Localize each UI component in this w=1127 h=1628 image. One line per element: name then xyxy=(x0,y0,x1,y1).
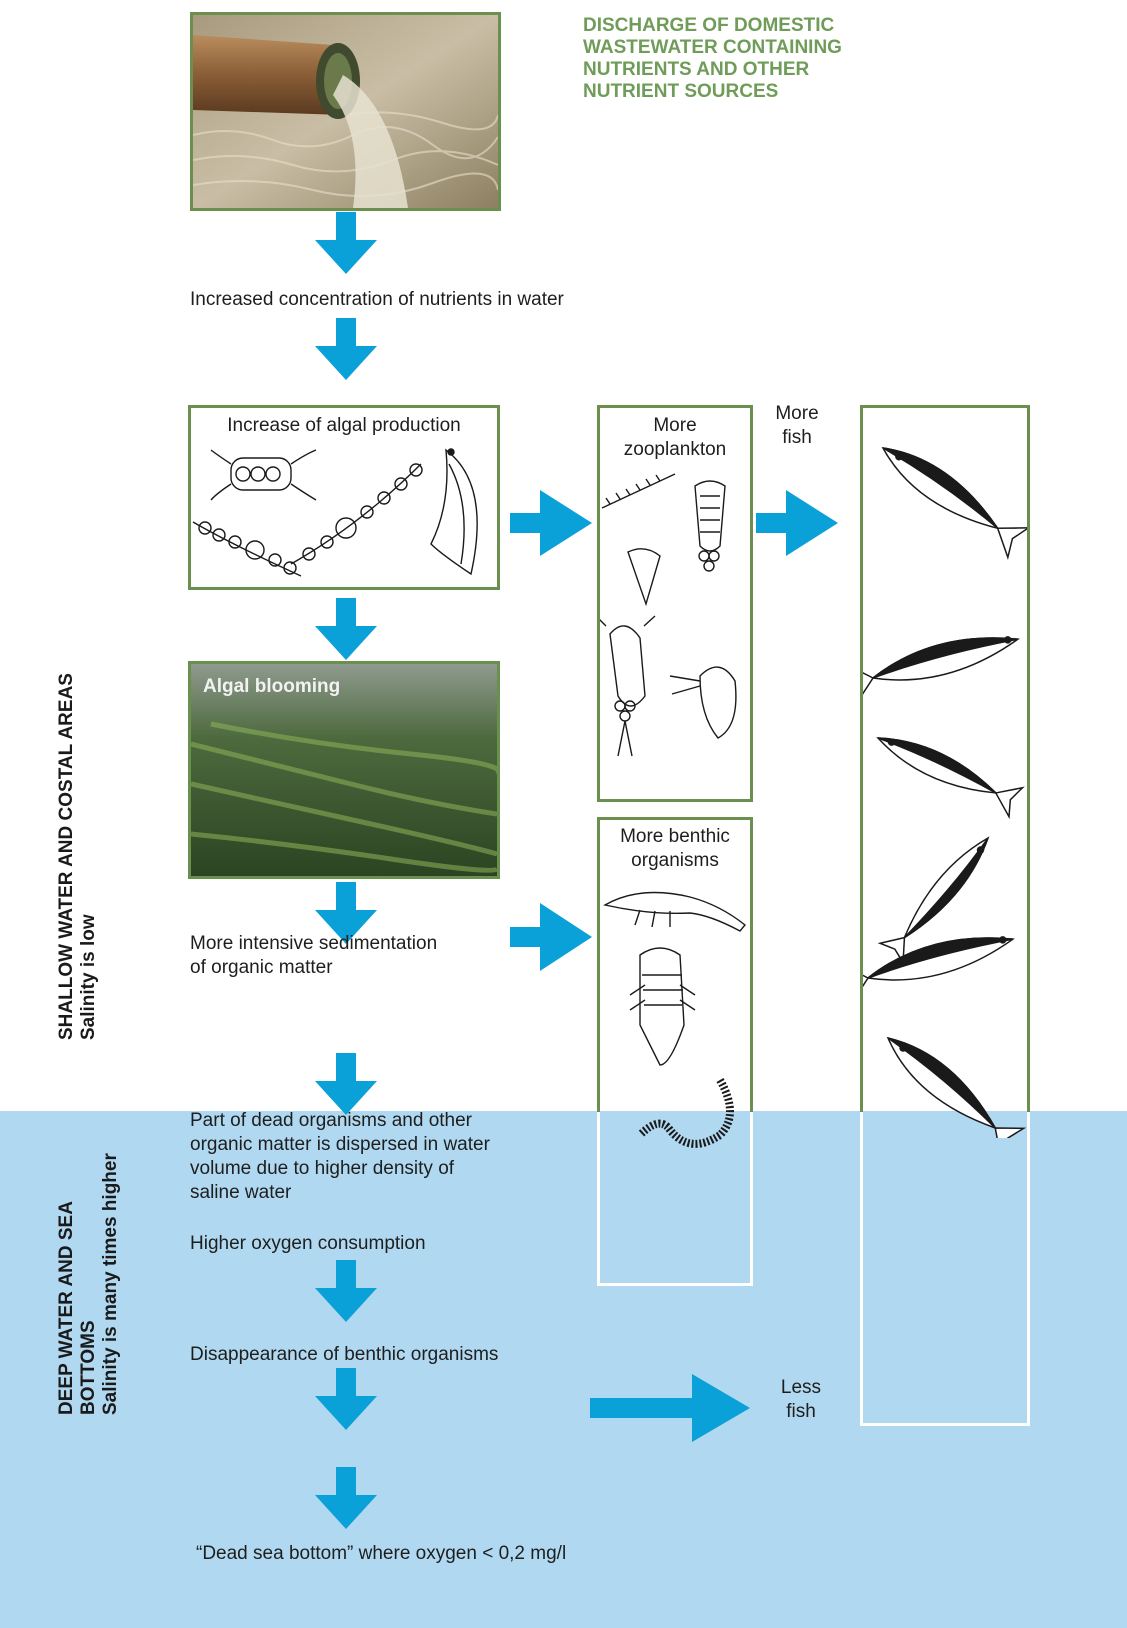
algae-illustration xyxy=(191,444,497,584)
zone-title: SHALLOW WATER AND COSTAL AREAS xyxy=(56,673,78,1040)
zone-subtitle: Salinity is many times higher xyxy=(100,1153,122,1415)
arrow-down-8 xyxy=(315,1467,377,1529)
header-title-line: NUTRIENT SOURCES xyxy=(583,81,842,103)
fish-icon xyxy=(876,1024,1023,1138)
fish-icon xyxy=(863,622,1023,701)
text-line: fish xyxy=(766,1400,836,1424)
arrow-down-6 xyxy=(315,1260,377,1322)
step-disappearance: Disappearance of benthic organisms xyxy=(190,1343,498,1367)
fish-box-deep xyxy=(860,1112,1030,1426)
outcome-zooplankton: More zooplankton xyxy=(600,414,750,462)
arrow-right-less-fish xyxy=(590,1374,750,1442)
text-line: fish xyxy=(760,426,834,450)
step-algal-blooming: Algal blooming xyxy=(203,676,340,698)
step-oxygen: Higher oxygen consumption xyxy=(190,1232,426,1256)
arrow-down-7 xyxy=(315,1368,377,1430)
step-sedimentation: More intensive sedimentation of organic … xyxy=(190,932,437,980)
header-title-line: NUTRIENTS AND OTHER xyxy=(583,59,842,81)
benthic-illustration xyxy=(600,875,750,1165)
outcome-less-fish: Less fish xyxy=(766,1376,836,1424)
text-line: organisms xyxy=(600,849,750,873)
zooplankton-illustration xyxy=(600,466,750,796)
zone-deep-label: DEEP WATER AND SEA BOTTOMS Salinity is m… xyxy=(56,1153,122,1415)
text-line: More benthic xyxy=(600,825,750,849)
text-line: zooplankton xyxy=(600,438,750,462)
text-line: saline water xyxy=(190,1181,490,1205)
text-line: of organic matter xyxy=(190,956,437,980)
zone-title: DEEP WATER AND SEA xyxy=(56,1153,78,1415)
arrow-down-1 xyxy=(315,212,377,274)
fish-icon xyxy=(873,433,1027,557)
algal-blooming-photo: Algal blooming xyxy=(188,661,500,879)
outcome-benthic: More benthic organisms xyxy=(600,825,750,873)
text-line: More intensive sedimentation xyxy=(190,932,437,956)
zone-subtitle: Salinity is low xyxy=(78,673,100,1040)
outcome-more-fish: More fish xyxy=(760,402,834,450)
header-title: DISCHARGE OF DOMESTIC WASTEWATER CONTAIN… xyxy=(583,15,842,103)
text-line: Less xyxy=(766,1376,836,1400)
zone-title: BOTTOMS xyxy=(78,1153,100,1415)
fish-icon xyxy=(863,922,1018,1001)
fish-icon xyxy=(871,723,1022,816)
step-dead-bottom: “Dead sea bottom” where oxygen < 0,2 mg/… xyxy=(196,1542,566,1566)
arrow-right-fish xyxy=(756,490,838,556)
wastewater-pipe-photo xyxy=(190,12,501,211)
zone-shallow-label: SHALLOW WATER AND COSTAL AREAS Salinity … xyxy=(56,673,100,1040)
text-line: volume due to higher density of xyxy=(190,1157,490,1181)
arrow-right-zooplankton xyxy=(510,490,592,556)
header-title-line: DISCHARGE OF DOMESTIC xyxy=(583,15,842,37)
fish-illustration xyxy=(863,418,1027,1138)
text-line: More xyxy=(760,402,834,426)
step-algal-production: Increase of algal production xyxy=(191,414,497,438)
step-dispersed: Part of dead organisms and other organic… xyxy=(190,1109,490,1205)
text-line: Part of dead organisms and other xyxy=(190,1109,490,1133)
header-title-line: WASTEWATER CONTAINING xyxy=(583,37,842,59)
arrow-down-5 xyxy=(315,1053,377,1115)
step-nutrients: Increased concentration of nutrients in … xyxy=(190,288,564,312)
text-line: organic matter is dispersed in water xyxy=(190,1133,490,1157)
arrow-down-3 xyxy=(315,598,377,660)
arrow-down-2 xyxy=(315,318,377,380)
arrow-right-benthic xyxy=(510,903,592,971)
text-line: More xyxy=(600,414,750,438)
